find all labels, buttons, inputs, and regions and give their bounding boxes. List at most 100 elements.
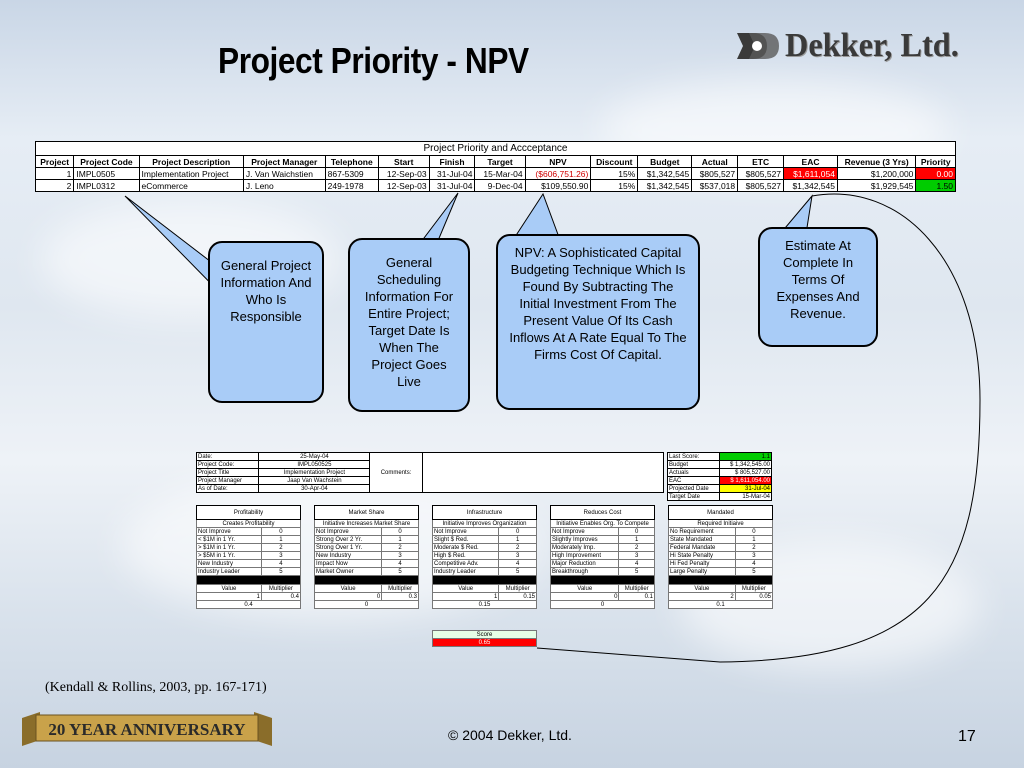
callout-npv: NPV: A Sophisticated Capital Budgeting T… <box>496 234 700 410</box>
criteria-value-input[interactable]: 1 <box>196 592 262 601</box>
score-value: 0.65 <box>432 638 537 647</box>
criteria-option-score: 5 <box>734 567 774 576</box>
criteria-value-input[interactable]: 1 <box>431 592 500 601</box>
form-value: 30-Apr-04 <box>258 484 371 493</box>
criteria-multiplier: 0.4 <box>260 592 302 601</box>
criteria-option-label: Impact Now <box>313 559 383 568</box>
criteria-option-score: 4 <box>498 559 537 568</box>
criteria-option-score: 0 <box>618 527 655 536</box>
table-cell: $537,018 <box>691 179 739 192</box>
priority-cell-low: 0.00 <box>915 167 956 180</box>
table-cell: 31-Jul-04 <box>428 179 476 192</box>
table-cell: 12-Sep-03 <box>377 167 430 180</box>
criteria-option-score: 1 <box>618 535 655 544</box>
criteria-result: 0 <box>314 600 419 609</box>
column-header: Actual <box>691 155 739 168</box>
criteria-header: Infrastructure <box>432 505 537 520</box>
status-box: Last Score:1.1 Budget$ 1,342,545.00 Actu… <box>667 452 773 501</box>
criteria-option-label: Industry Leader <box>431 567 500 576</box>
criteria-value-input[interactable]: 0 <box>313 592 383 601</box>
multiplier-label: Multiplier <box>734 584 774 593</box>
column-header: Priority <box>915 155 956 168</box>
value-label: Value <box>549 584 620 593</box>
table-cell: $109,550.90 <box>524 179 592 192</box>
criteria-header: Reduces Cost <box>550 505 655 520</box>
criteria-option-row: > $1M in 1 Yr.2 <box>196 543 302 552</box>
page-number: 17 <box>958 728 976 745</box>
criteria-value-input[interactable]: 0 <box>549 592 620 601</box>
multiplier-label: Multiplier <box>381 584 419 593</box>
criteria-option-label: Strong Over 1 Yr. <box>313 543 383 552</box>
criteria-option-row: Competitive Adv.4 <box>431 559 537 568</box>
criteria-multiplier: 0.3 <box>381 592 419 601</box>
comments-field[interactable] <box>421 452 665 493</box>
table-cell: eCommerce <box>138 179 244 192</box>
status-label: Target Date <box>667 492 720 501</box>
status-label: Projected Date <box>667 484 720 493</box>
score-label: Score <box>432 630 537 639</box>
eac-to-score-arrow <box>536 193 981 663</box>
table-cell: IMPL0312 <box>73 179 140 192</box>
budget-value: $ 1,342,545.00 <box>718 460 773 469</box>
criteria-option-score: 1 <box>498 535 537 544</box>
criteria-option-label: Breakthrough <box>549 567 620 576</box>
form-value: 25-May-04 <box>258 452 371 461</box>
column-header: Start <box>377 155 430 168</box>
criteria-divider <box>196 575 301 585</box>
criteria-option-score: 3 <box>381 551 419 560</box>
actuals-value: $ 805,527.00 <box>718 468 773 477</box>
criteria-header: Profitability <box>196 505 301 520</box>
criteria-option-label: Industry Leader <box>196 567 262 576</box>
multiplier-label: Multiplier <box>260 584 302 593</box>
criteria-option-score: 3 <box>618 551 655 560</box>
table-header-row: Project Project Code Project Description… <box>34 155 956 168</box>
table-cell: 15% <box>590 179 639 192</box>
criteria-divider <box>314 575 419 585</box>
criteria-option-label: > $1M in 1 Yr. <box>196 543 262 552</box>
status-label: Actuals <box>667 468 720 477</box>
criteria-value-input[interactable]: 2 <box>668 592 736 601</box>
npv-cell-negative: ($606,751.26) <box>524 167 592 180</box>
column-header: Project Description <box>138 155 244 168</box>
table-cell: J. Leno <box>242 179 326 192</box>
criteria-option-label: Moderate $ Red. <box>431 543 500 552</box>
table-cell: Implementation Project <box>138 167 244 180</box>
table-cell: 15% <box>590 167 639 180</box>
form-label: As of Date: <box>195 484 260 493</box>
criteria-subheader: Initiative Improves Organization <box>432 519 537 528</box>
criteria-option-row: Strong Over 1 Yr.2 <box>313 543 419 552</box>
criteria-multiplier: 0.05 <box>734 592 774 601</box>
criteria-option-label: Hi Fed Penalty <box>668 559 736 568</box>
table-cell: 249-1978 <box>324 179 379 192</box>
criteria-option-score: 4 <box>381 559 419 568</box>
criteria-option-label: New Industry <box>196 559 262 568</box>
criteria-option-label: Slight $ Red. <box>431 535 500 544</box>
criteria-option-label: Not Improve <box>196 527 262 536</box>
form-label: Date: <box>195 452 260 461</box>
criteria-option-score: 2 <box>734 543 774 552</box>
form-label: Project Code: <box>195 460 260 469</box>
criteria-option-score: 0 <box>260 527 302 536</box>
column-header: ETC <box>737 155 785 168</box>
projected-date-value: 31-Jul-04 <box>718 484 773 493</box>
criteria-option-label: Not Improve <box>431 527 500 536</box>
eac-cell-over-budget: $1,611,054 <box>783 167 838 180</box>
table-cell: 867-5309 <box>324 167 379 180</box>
criteria-option-score: 0 <box>734 527 774 536</box>
criteria-option-label: > $5M in 1 Yr. <box>196 551 262 560</box>
comments-label: Comments: <box>369 452 423 493</box>
form-value: IMPL050525 <box>258 460 371 469</box>
column-header: Telephone <box>324 155 379 168</box>
criteria-option-row: High $ Red.3 <box>431 551 537 560</box>
table-row: 2 IMPL0312 eCommerce J. Leno 249-1978 12… <box>34 179 956 192</box>
